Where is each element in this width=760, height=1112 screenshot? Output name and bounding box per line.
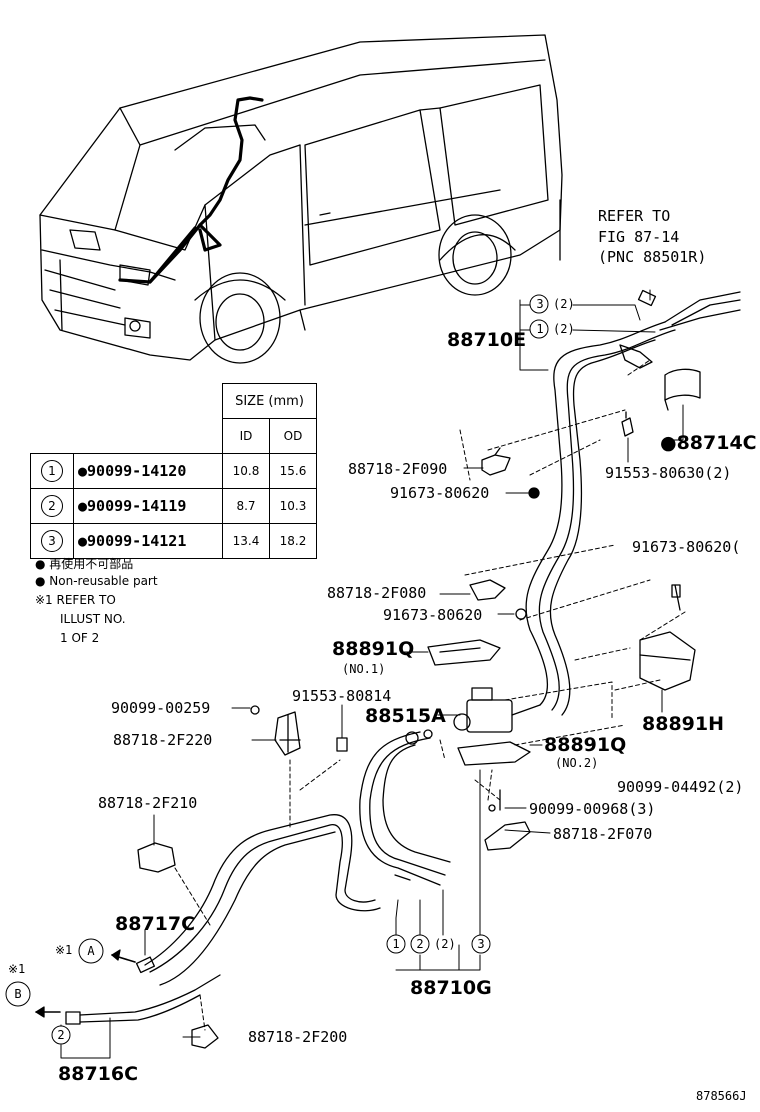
refer-line-2: FIG 87-14	[598, 228, 680, 246]
bracket-88891Q-1	[427, 639, 501, 666]
label-88718-2F070: 88718-2F070	[553, 825, 653, 843]
label-88710E: 88710E	[447, 329, 527, 351]
circle-1-top-qty: (2)	[553, 322, 575, 336]
pipe-88716C	[65, 974, 221, 1025]
label-88718-2F220: 88718-2F220	[113, 731, 213, 749]
table-row: 3 ●90099-14121 13.4 18.2	[30, 523, 317, 559]
table-row: 2 ●90099-14119 8.7 10.3	[30, 488, 317, 524]
clamp-88718-2F210	[137, 842, 176, 873]
circle-3-bottom: 3	[477, 937, 485, 951]
bolt-91553-80814	[336, 737, 348, 752]
clamp-88714C	[664, 368, 701, 411]
circle-1-bottom: 1	[392, 937, 400, 951]
outer-diameter: 10.3	[269, 488, 317, 524]
part-number: ●90099-14120	[73, 453, 223, 489]
size-table-col-id: ID	[222, 418, 270, 454]
van-illustration	[39, 34, 563, 364]
outer-diameter: 18.2	[269, 523, 317, 559]
size-table: SIZE (mm) ID OD 1 ●90099-14120 10.8 15.6…	[30, 383, 317, 559]
clamp-88718-2F090	[481, 447, 511, 476]
ref-a-mark: ※1	[55, 943, 73, 957]
label-88891H: 88891H	[642, 713, 725, 735]
note-ref-2: ILLUST NO.	[60, 612, 126, 626]
label-90099-04492: 90099-04492(2)	[617, 778, 744, 796]
clamp-88718-2F080	[469, 579, 506, 601]
part-number: ●90099-14121	[73, 523, 223, 559]
circle-2-left: 2	[57, 1028, 65, 1042]
note-jp: ● 再使用不可部品	[35, 557, 134, 571]
row-number: 1	[41, 460, 63, 482]
circle-3-top-qty: (2)	[553, 297, 575, 311]
bolt-90099-00259	[250, 705, 260, 715]
label-no1: (NO.1)	[342, 662, 386, 676]
clamp-88718-2F200	[191, 1024, 219, 1049]
figure-code: 878566J	[696, 1089, 747, 1103]
table-row: 1 ●90099-14120 10.8 15.6	[30, 453, 317, 489]
clamp-88718-2F070	[484, 821, 531, 851]
label-91553-80814: 91553-80814	[292, 687, 392, 705]
size-table-col-od: OD	[269, 418, 317, 454]
refer-line-3: (PNC 88501R)	[598, 248, 707, 266]
label-88718-2F200: 88718-2F200	[248, 1028, 348, 1046]
part-number: ●90099-14119	[73, 488, 223, 524]
label-88710G: 88710G	[410, 977, 492, 999]
bolt-91553-80630	[621, 411, 634, 437]
nut-91673-80620-b	[515, 608, 527, 620]
label-88716C: 88716C	[58, 1063, 139, 1085]
inner-diameter: 8.7	[222, 488, 270, 524]
label-88515A: 88515A	[365, 705, 446, 727]
label-88718-2F090: 88718-2F090	[348, 460, 448, 478]
pipe-88710E	[525, 289, 741, 716]
label-no2: (NO.2)	[555, 756, 599, 770]
label-91673-80620-b: 91673-80620(	[632, 538, 741, 556]
label-91673-80620-c: 91673-80620	[383, 606, 483, 624]
clamp-88718-2F220	[274, 711, 301, 756]
outer-diameter: 15.6	[269, 453, 317, 489]
circle-2-bottom: 2	[416, 937, 424, 951]
label-91673-80620-a: 91673-80620	[390, 484, 490, 502]
row-number: 2	[41, 495, 63, 517]
note-ref-3: 1 OF 2	[60, 631, 100, 645]
refer-line-1: REFER TO	[598, 207, 671, 225]
ref-a: A	[87, 944, 95, 958]
ref-b-mark: ※1	[8, 962, 26, 976]
bracket-88891H	[639, 584, 696, 691]
label-88891Q-2: 88891Q	[544, 734, 627, 756]
row-number: 3	[41, 530, 63, 552]
pipe-88717C	[135, 814, 381, 986]
valve-88515A	[453, 687, 541, 733]
inner-diameter: 10.8	[222, 453, 270, 489]
circle-2-bottom-qty: (2)	[434, 937, 456, 951]
circle-3-top: 3	[536, 297, 544, 311]
van-pipe-route	[118, 96, 264, 284]
label-90099-00259: 90099-00259	[111, 699, 211, 717]
circle-1-top: 1	[536, 322, 544, 336]
nut-91673-80620	[528, 487, 540, 499]
label-90099-00968: 90099-00968(3)	[529, 800, 656, 818]
label-88714C: ●88714C	[660, 432, 757, 454]
label-88718-2F210: 88718-2F210	[98, 794, 198, 812]
label-88718-2F080: 88718-2F080	[327, 584, 427, 602]
size-table-title: SIZE (mm)	[222, 383, 317, 419]
ref-b: B	[14, 987, 22, 1001]
label-91553-80630: 91553-80630(2)	[605, 464, 732, 482]
bolt-90099-00968	[488, 804, 496, 812]
pipe-88710G	[359, 729, 451, 886]
label-88891Q-1: 88891Q	[332, 638, 415, 660]
note-ref-1: ※1 REFER TO	[35, 593, 116, 607]
note-en: ● Non-reusable part	[35, 574, 158, 588]
bracket-88891Q-2	[457, 741, 531, 766]
inner-diameter: 13.4	[222, 523, 270, 559]
label-88717C: 88717C	[115, 913, 196, 935]
